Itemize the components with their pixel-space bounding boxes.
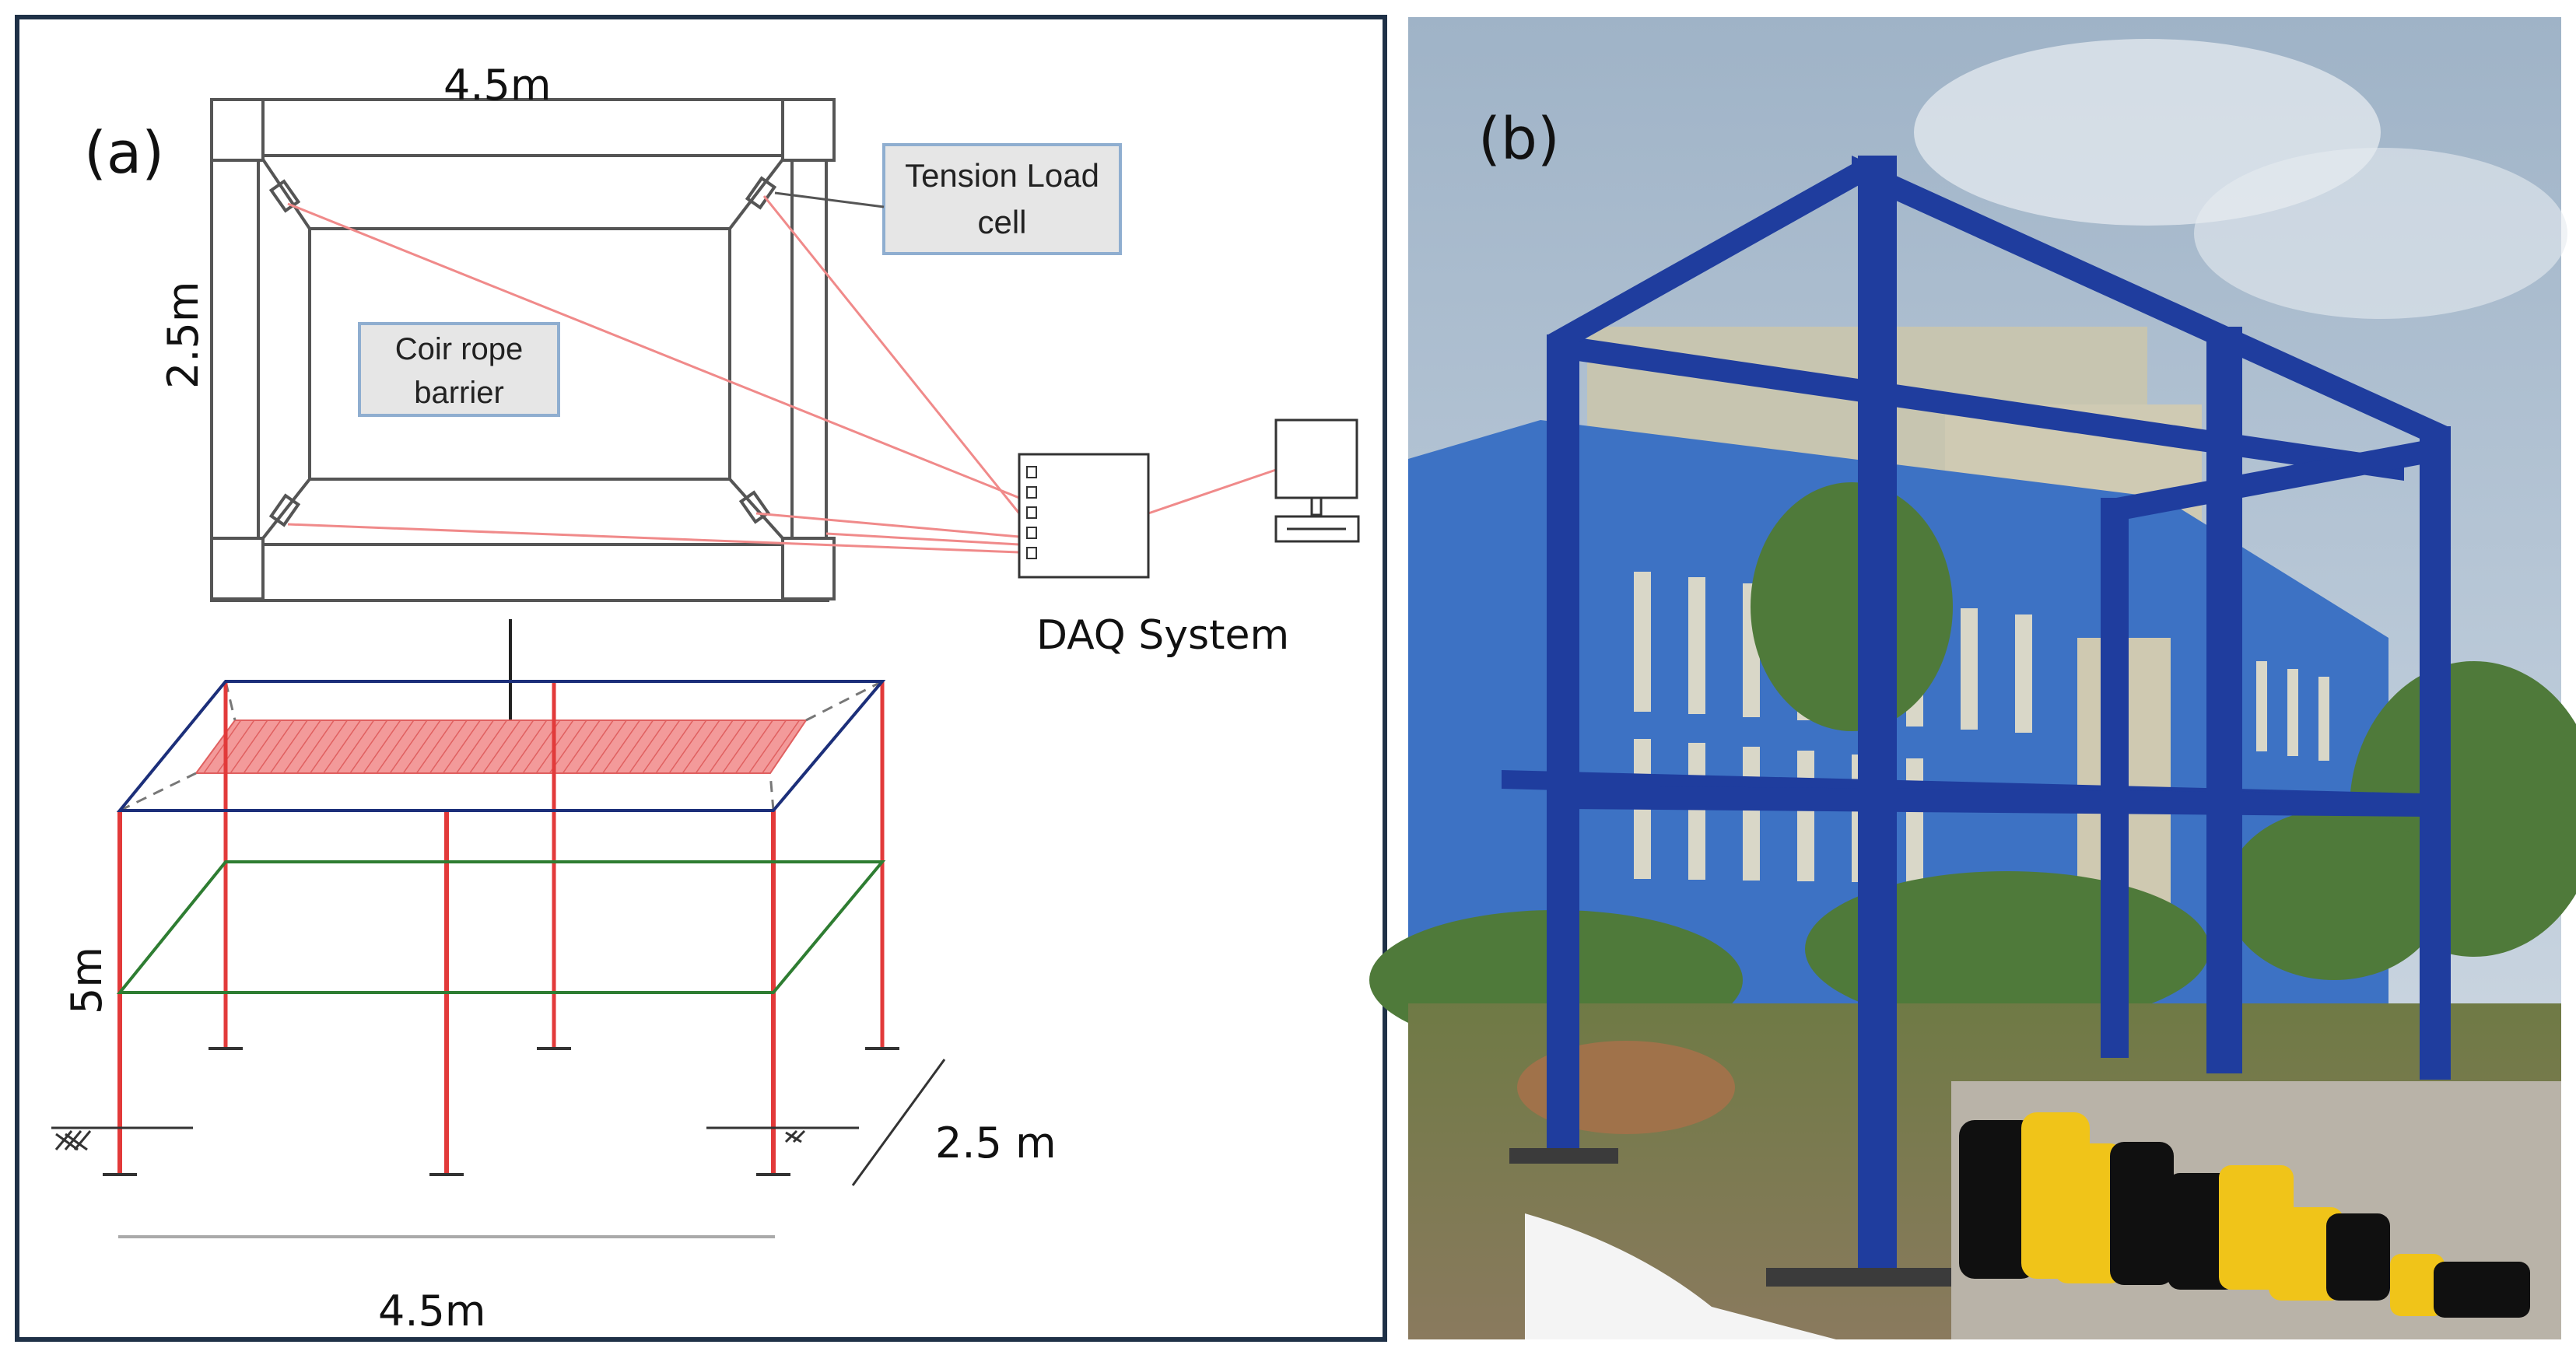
load-cell-label-line2: cell — [977, 204, 1026, 240]
steel-right-top-beam — [1852, 156, 2451, 453]
daq-unit — [1018, 453, 1150, 579]
cloud-2 — [2194, 148, 2567, 319]
daq-ports — [1026, 466, 1037, 559]
daq-label: DAQ System — [1036, 612, 1289, 659]
base-plate-front — [1766, 1268, 1953, 1287]
block-5 — [2390, 1254, 2530, 1318]
cable-tr — [762, 195, 1021, 514]
plan-width-label: 4.5m — [443, 61, 551, 110]
steel-frame — [1502, 156, 2451, 1276]
ground-lines — [51, 1126, 859, 1151]
base-plate-left — [1509, 1148, 1618, 1164]
plan-barrier-outline — [308, 227, 731, 481]
white-sheet — [1525, 1213, 1836, 1339]
plan-beam-bottom — [210, 543, 829, 602]
load-cell-tr — [745, 176, 777, 210]
computer-icon — [1274, 418, 1360, 543]
mid-frame — [116, 860, 886, 994]
plan-rope-tr — [728, 158, 784, 230]
plan-beam-right — [790, 146, 828, 554]
panel-a-tag: (a) — [84, 120, 164, 187]
depth-dim-line — [851, 1059, 946, 1186]
steel-back-beam — [1556, 334, 2404, 481]
steel-left-top-beam — [1548, 156, 1867, 359]
steel-column-left — [1547, 334, 1579, 1159]
load-cell-leader — [774, 191, 885, 208]
plan-column-tl — [210, 98, 265, 162]
cable-bl2 — [825, 532, 1020, 546]
steel-column-right — [2420, 426, 2451, 1080]
frame-height-label: 5m — [62, 947, 111, 1014]
barrier-label-box — [358, 322, 560, 417]
plan-rope-bl — [261, 478, 311, 540]
barrier-label-line2: barrier — [414, 376, 504, 410]
cable-br — [755, 512, 1020, 538]
plan-view — [210, 98, 836, 602]
frame-3d: 4.5m 2.5 m 5m — [51, 619, 1057, 1336]
frame-width-label: 4.5m — [378, 1287, 485, 1336]
panel-a: (a) 4.5m 2.5m Coir rope b — [15, 15, 1387, 1342]
steel-front-top-beam — [2116, 436, 2451, 521]
plan-column-tr — [781, 98, 836, 162]
top-frame — [116, 680, 886, 812]
plan-rope-br — [728, 478, 784, 540]
plan-beam-top — [210, 98, 829, 157]
steel-column-mid — [2206, 327, 2242, 1073]
plan-column-bl — [210, 537, 265, 600]
plan-beam-left — [210, 146, 260, 554]
frame-depth-label: 2.5 m — [935, 1119, 1057, 1168]
steel-column-front — [1858, 156, 1897, 1276]
coir-barrier — [195, 720, 808, 774]
plan-column-br — [781, 537, 836, 600]
cable-pc — [1148, 468, 1277, 515]
plan-depth-label: 2.5m — [159, 282, 208, 389]
counterweight-blocks — [1951, 1081, 2561, 1339]
panel-b-photo: (b) — [1369, 17, 2576, 1339]
load-cell-bl — [268, 493, 301, 527]
cable-bl — [287, 523, 1020, 554]
load-cell-label-box — [882, 143, 1122, 255]
block-2 — [2054, 1142, 2174, 1285]
barrier-label-line1: Coir rope — [395, 332, 524, 366]
cable-tl — [287, 202, 1020, 499]
load-cell-label-line1: Tension Load — [905, 157, 1099, 194]
plan-rope-tl — [261, 158, 311, 230]
block-4 — [2269, 1207, 2390, 1301]
panel-b-tag: (b) — [1478, 106, 1560, 173]
signal-cables — [287, 195, 1277, 554]
steel-column-back — [2101, 498, 2129, 1058]
load-cell-br — [738, 490, 771, 524]
column-bases — [103, 1047, 899, 1176]
